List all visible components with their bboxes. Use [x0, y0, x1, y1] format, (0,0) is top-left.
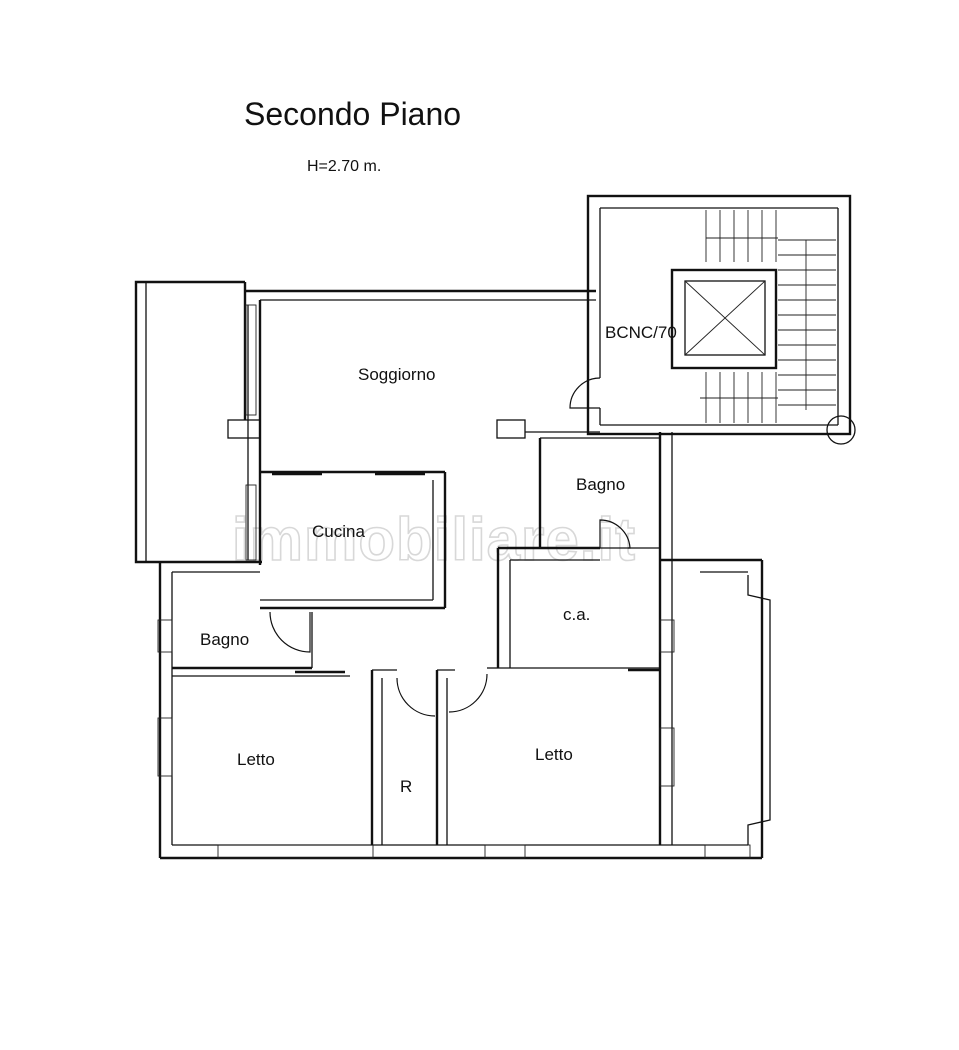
room-labels: Soggiorno Cucina Bagno Bagno c.a. Letto …: [200, 323, 677, 796]
room-label-kitchen: Cucina: [312, 522, 365, 541]
stair-treads: [700, 210, 836, 423]
interior-walls: [172, 419, 675, 845]
ceiling-height-note: H=2.70 m.: [307, 158, 382, 175]
room-label-bath-north: Bagno: [576, 475, 625, 494]
room-label-bedroom-west: Letto: [237, 750, 275, 769]
room-label-living: Soggiorno: [358, 365, 436, 384]
room-label-closet: c.a.: [563, 605, 590, 624]
room-label-storage: R: [400, 777, 412, 796]
outer-walls: [157, 282, 771, 860]
room-label-bedroom-east: Letto: [535, 745, 573, 764]
west-balcony: [134, 280, 245, 564]
watermark: immobiliare.it: [232, 506, 636, 573]
room-label-bath-west: Bagno: [200, 630, 249, 649]
floor-title: Secondo Piano: [244, 96, 462, 132]
room-label-stair-core: BCNC/70: [605, 323, 677, 342]
stair-core: [569, 194, 856, 445]
